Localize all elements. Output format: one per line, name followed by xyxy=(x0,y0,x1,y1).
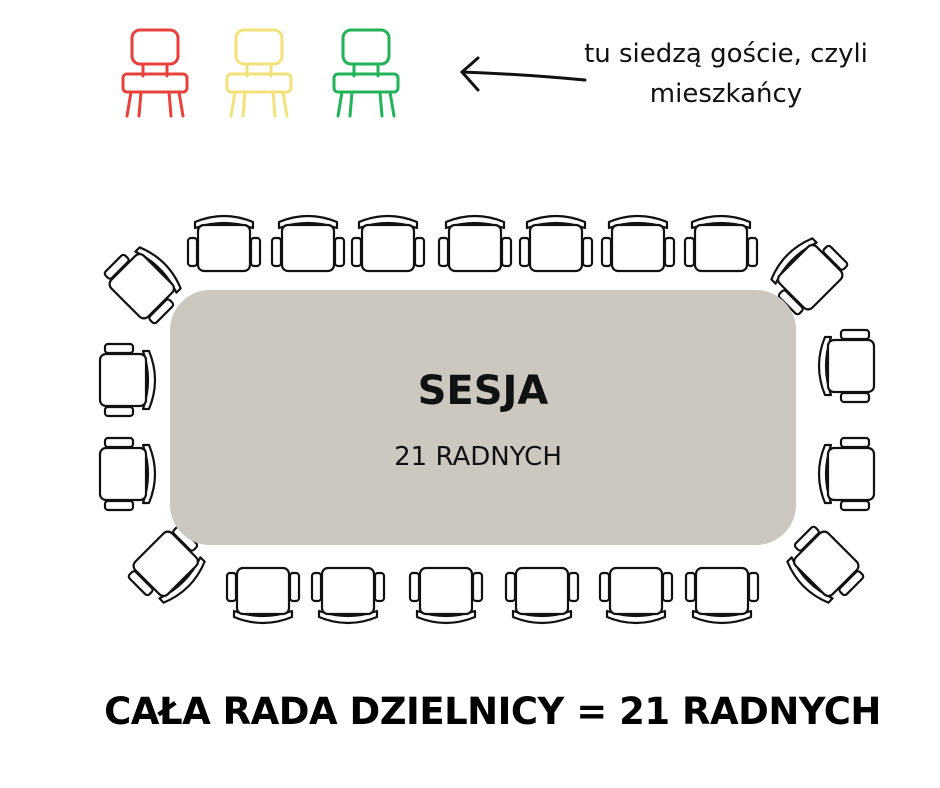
arrow-left-icon xyxy=(460,56,587,92)
council-chair-icon xyxy=(600,214,676,273)
table-subtitle: 21 RADNYCH xyxy=(394,442,562,472)
guest-note: tu siedzą goście, czyli mieszkańcy xyxy=(556,34,896,114)
council-chair-icon xyxy=(683,214,759,273)
council-chair-icon xyxy=(225,566,301,625)
council-chair-icon xyxy=(408,566,484,625)
council-chair-icon xyxy=(817,328,876,404)
council-chair-icon xyxy=(350,214,426,273)
council-chair-icon xyxy=(518,214,594,273)
table-title: SESJA xyxy=(417,368,549,414)
council-chair-icon xyxy=(817,436,876,512)
council-chair-icon xyxy=(598,566,674,625)
meeting-table xyxy=(170,290,796,545)
council-chair-icon xyxy=(98,342,157,418)
guest-chair-icon xyxy=(121,28,189,118)
guest-chair-icon xyxy=(332,28,400,118)
guest-note-line2: mieszkańcy xyxy=(649,79,803,109)
guest-note-line1: tu siedzą goście, czyli xyxy=(584,39,868,69)
council-chair-icon xyxy=(270,214,346,273)
guest-chairs xyxy=(121,28,400,118)
council-chair-icon xyxy=(777,520,870,613)
council-chair-icon xyxy=(504,566,580,625)
footer-summary: CAŁA RADA DZIELNICY = 21 RADNYCH xyxy=(104,690,881,733)
council-chair-icon xyxy=(437,214,513,273)
guest-chair-icon xyxy=(225,28,293,118)
council-chair-icon xyxy=(684,566,760,625)
council-chair-icon xyxy=(98,436,157,512)
council-chair-icon xyxy=(310,566,386,625)
council-chair-icon xyxy=(186,214,262,273)
